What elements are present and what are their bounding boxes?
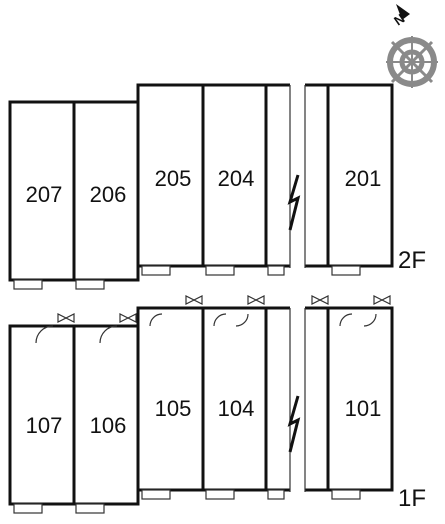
unit-207-label: 207 (26, 182, 63, 207)
floor-1f-label: 1F (398, 485, 426, 512)
unit-104-label: 104 (218, 396, 255, 421)
floor-2f-label: 2F (398, 247, 426, 274)
unit-107-label: 107 (26, 413, 63, 438)
unit-106-label: 106 (90, 413, 127, 438)
unit-205-label: 205 (155, 166, 192, 191)
unit-105-label: 105 (155, 396, 192, 421)
unit-204-label: 204 (218, 166, 255, 191)
compass-rose-icon (386, 4, 438, 88)
unit-201-label: 201 (345, 166, 382, 191)
unit-206-label: 206 (90, 182, 127, 207)
floor-1f: 107 106 105 104 101 1F (8, 295, 426, 514)
unit-101-label: 101 (345, 396, 382, 421)
floor-2f: 207 206 205 204 201 2F (8, 83, 426, 290)
